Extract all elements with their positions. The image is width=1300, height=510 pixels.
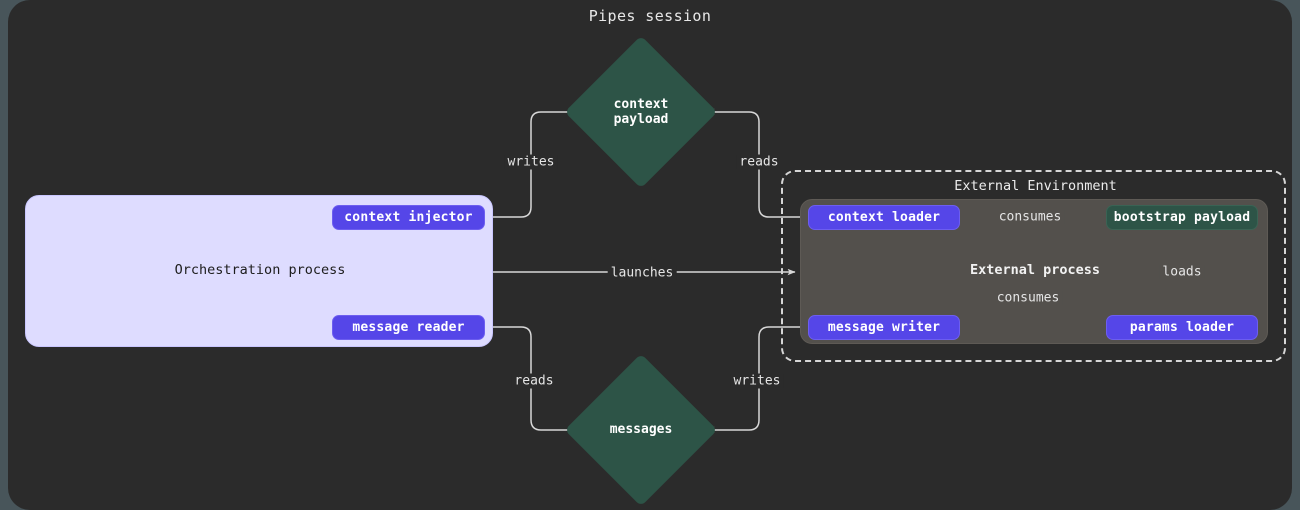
node-bootstrap-payload-label: bootstrap payload xyxy=(1113,210,1251,225)
node-message-writer[interactable]: message writer xyxy=(808,315,960,340)
node-bootstrap-payload[interactable]: bootstrap payload xyxy=(1106,205,1258,230)
node-params-loader-label: params loader xyxy=(1129,320,1235,335)
node-context-payload[interactable]: context payload xyxy=(564,35,718,189)
edge-label-reads-context: reads xyxy=(736,154,782,170)
edge-label-consumes-top: consumes xyxy=(995,209,1065,225)
node-context-payload-label-line2: payload xyxy=(613,112,669,127)
node-message-reader[interactable]: message reader xyxy=(332,315,485,340)
edge-label-loads: loads xyxy=(1159,264,1205,280)
external-environment-label: External Environment xyxy=(954,178,1117,194)
node-context-loader-label: context loader xyxy=(827,210,941,225)
node-context-injector-label: context injector xyxy=(344,210,473,225)
node-context-loader[interactable]: context loader xyxy=(808,205,960,230)
node-params-loader[interactable]: params loader xyxy=(1106,315,1258,340)
external-process-label: External process xyxy=(969,262,1101,278)
edge-label-writes-context: writes xyxy=(504,154,558,170)
node-message-reader-label: message reader xyxy=(352,320,465,335)
node-messages-label: messages xyxy=(609,422,673,437)
edge-label-launches: launches xyxy=(607,265,677,281)
edge-label-reads-messages: reads xyxy=(511,373,557,389)
node-messages[interactable]: messages xyxy=(564,353,718,507)
page-title: Pipes session xyxy=(588,7,712,25)
node-context-injector[interactable]: context injector xyxy=(332,205,485,230)
orchestration-process-label: Orchestration process xyxy=(174,262,346,278)
cluster-external-environment: External Environment xyxy=(781,170,1286,362)
edge-label-consumes-bottom: consumes xyxy=(993,290,1063,306)
node-context-payload-label-line1: context xyxy=(613,97,669,112)
node-message-writer-label: message writer xyxy=(827,320,941,335)
edge-label-writes-messages: writes xyxy=(730,373,784,389)
